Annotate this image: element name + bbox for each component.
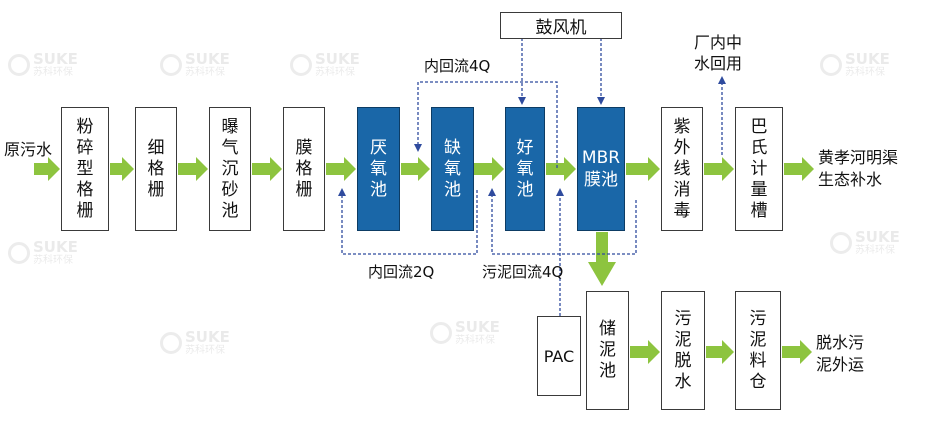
- fine-screen-box: 细格栅: [135, 107, 177, 231]
- pac-box: PAC: [537, 316, 581, 396]
- mbr-tank-box: MBR膜池: [577, 107, 625, 231]
- suke-logo-icon: [8, 54, 30, 76]
- sludge-dewatering-box: 污泥脱水: [661, 291, 705, 410]
- flow-arrow: [626, 157, 660, 181]
- suke-logo-icon: [430, 322, 452, 344]
- flow-arrow: [474, 157, 504, 181]
- aerated-grit-chamber-box: 曝气沉砂池: [209, 107, 251, 231]
- sludge-reflux-4q-line: [488, 188, 637, 255]
- membrane-screen-box: 膜格栅: [283, 107, 325, 231]
- flow-arrow: [326, 157, 356, 181]
- sludge-out-label: 脱水污 泥外运: [816, 333, 865, 374]
- aerobic-tank-box: 好氧池: [505, 107, 545, 231]
- internal-reflux-2q-line: [338, 188, 478, 255]
- flow-arrow: [178, 157, 208, 181]
- sludge-storage-box: 储泥池: [586, 291, 629, 410]
- suke-logo-icon: [830, 232, 852, 254]
- uv-disinfection-box: 紫外线消毒: [661, 107, 703, 231]
- sludge-silo-box: 污泥料仓: [735, 291, 781, 410]
- suke-logo-icon: [8, 242, 30, 264]
- discharge-label: 黄孝河明渠 生态补水: [818, 148, 899, 189]
- flow-arrow: [401, 157, 430, 181]
- flow-arrow: [704, 157, 734, 181]
- internal-reflux-4q-line: [414, 81, 558, 168]
- anoxic-tank-box: 缺氧池: [431, 107, 474, 231]
- flow-arrow: [34, 157, 60, 181]
- anaerobic-tank-box: 厌氧池: [357, 107, 400, 231]
- parshall-flume-box: 巴氏计量槽: [735, 107, 783, 231]
- reuse-label: 厂内中 水回用: [694, 33, 743, 73]
- internal-reflux-2q-label: 内回流2Q: [368, 263, 435, 281]
- suke-logo-icon: [160, 54, 182, 76]
- suke-logo-icon: [290, 54, 312, 76]
- internal-reflux-4q-label: 内回流4Q: [424, 57, 491, 75]
- flow-arrow: [784, 157, 814, 181]
- flow-arrow: [706, 340, 734, 364]
- flow-arrow: [546, 157, 576, 181]
- flow-arrow: [110, 157, 134, 181]
- raw-sewage-label: 原污水: [4, 140, 53, 159]
- flow-arrow: [630, 340, 660, 364]
- coarse-screen-box: 粉碎型格栅: [61, 107, 109, 231]
- flow-arrow: [782, 340, 812, 364]
- suke-logo-icon: [820, 54, 842, 76]
- suke-logo-icon: [160, 332, 182, 354]
- flow-arrow: [588, 232, 616, 286]
- blower-box: 鼓风机: [500, 12, 622, 39]
- sludge-reflux-4q-label: 污泥回流4Q: [482, 263, 564, 281]
- flow-arrow: [252, 157, 282, 181]
